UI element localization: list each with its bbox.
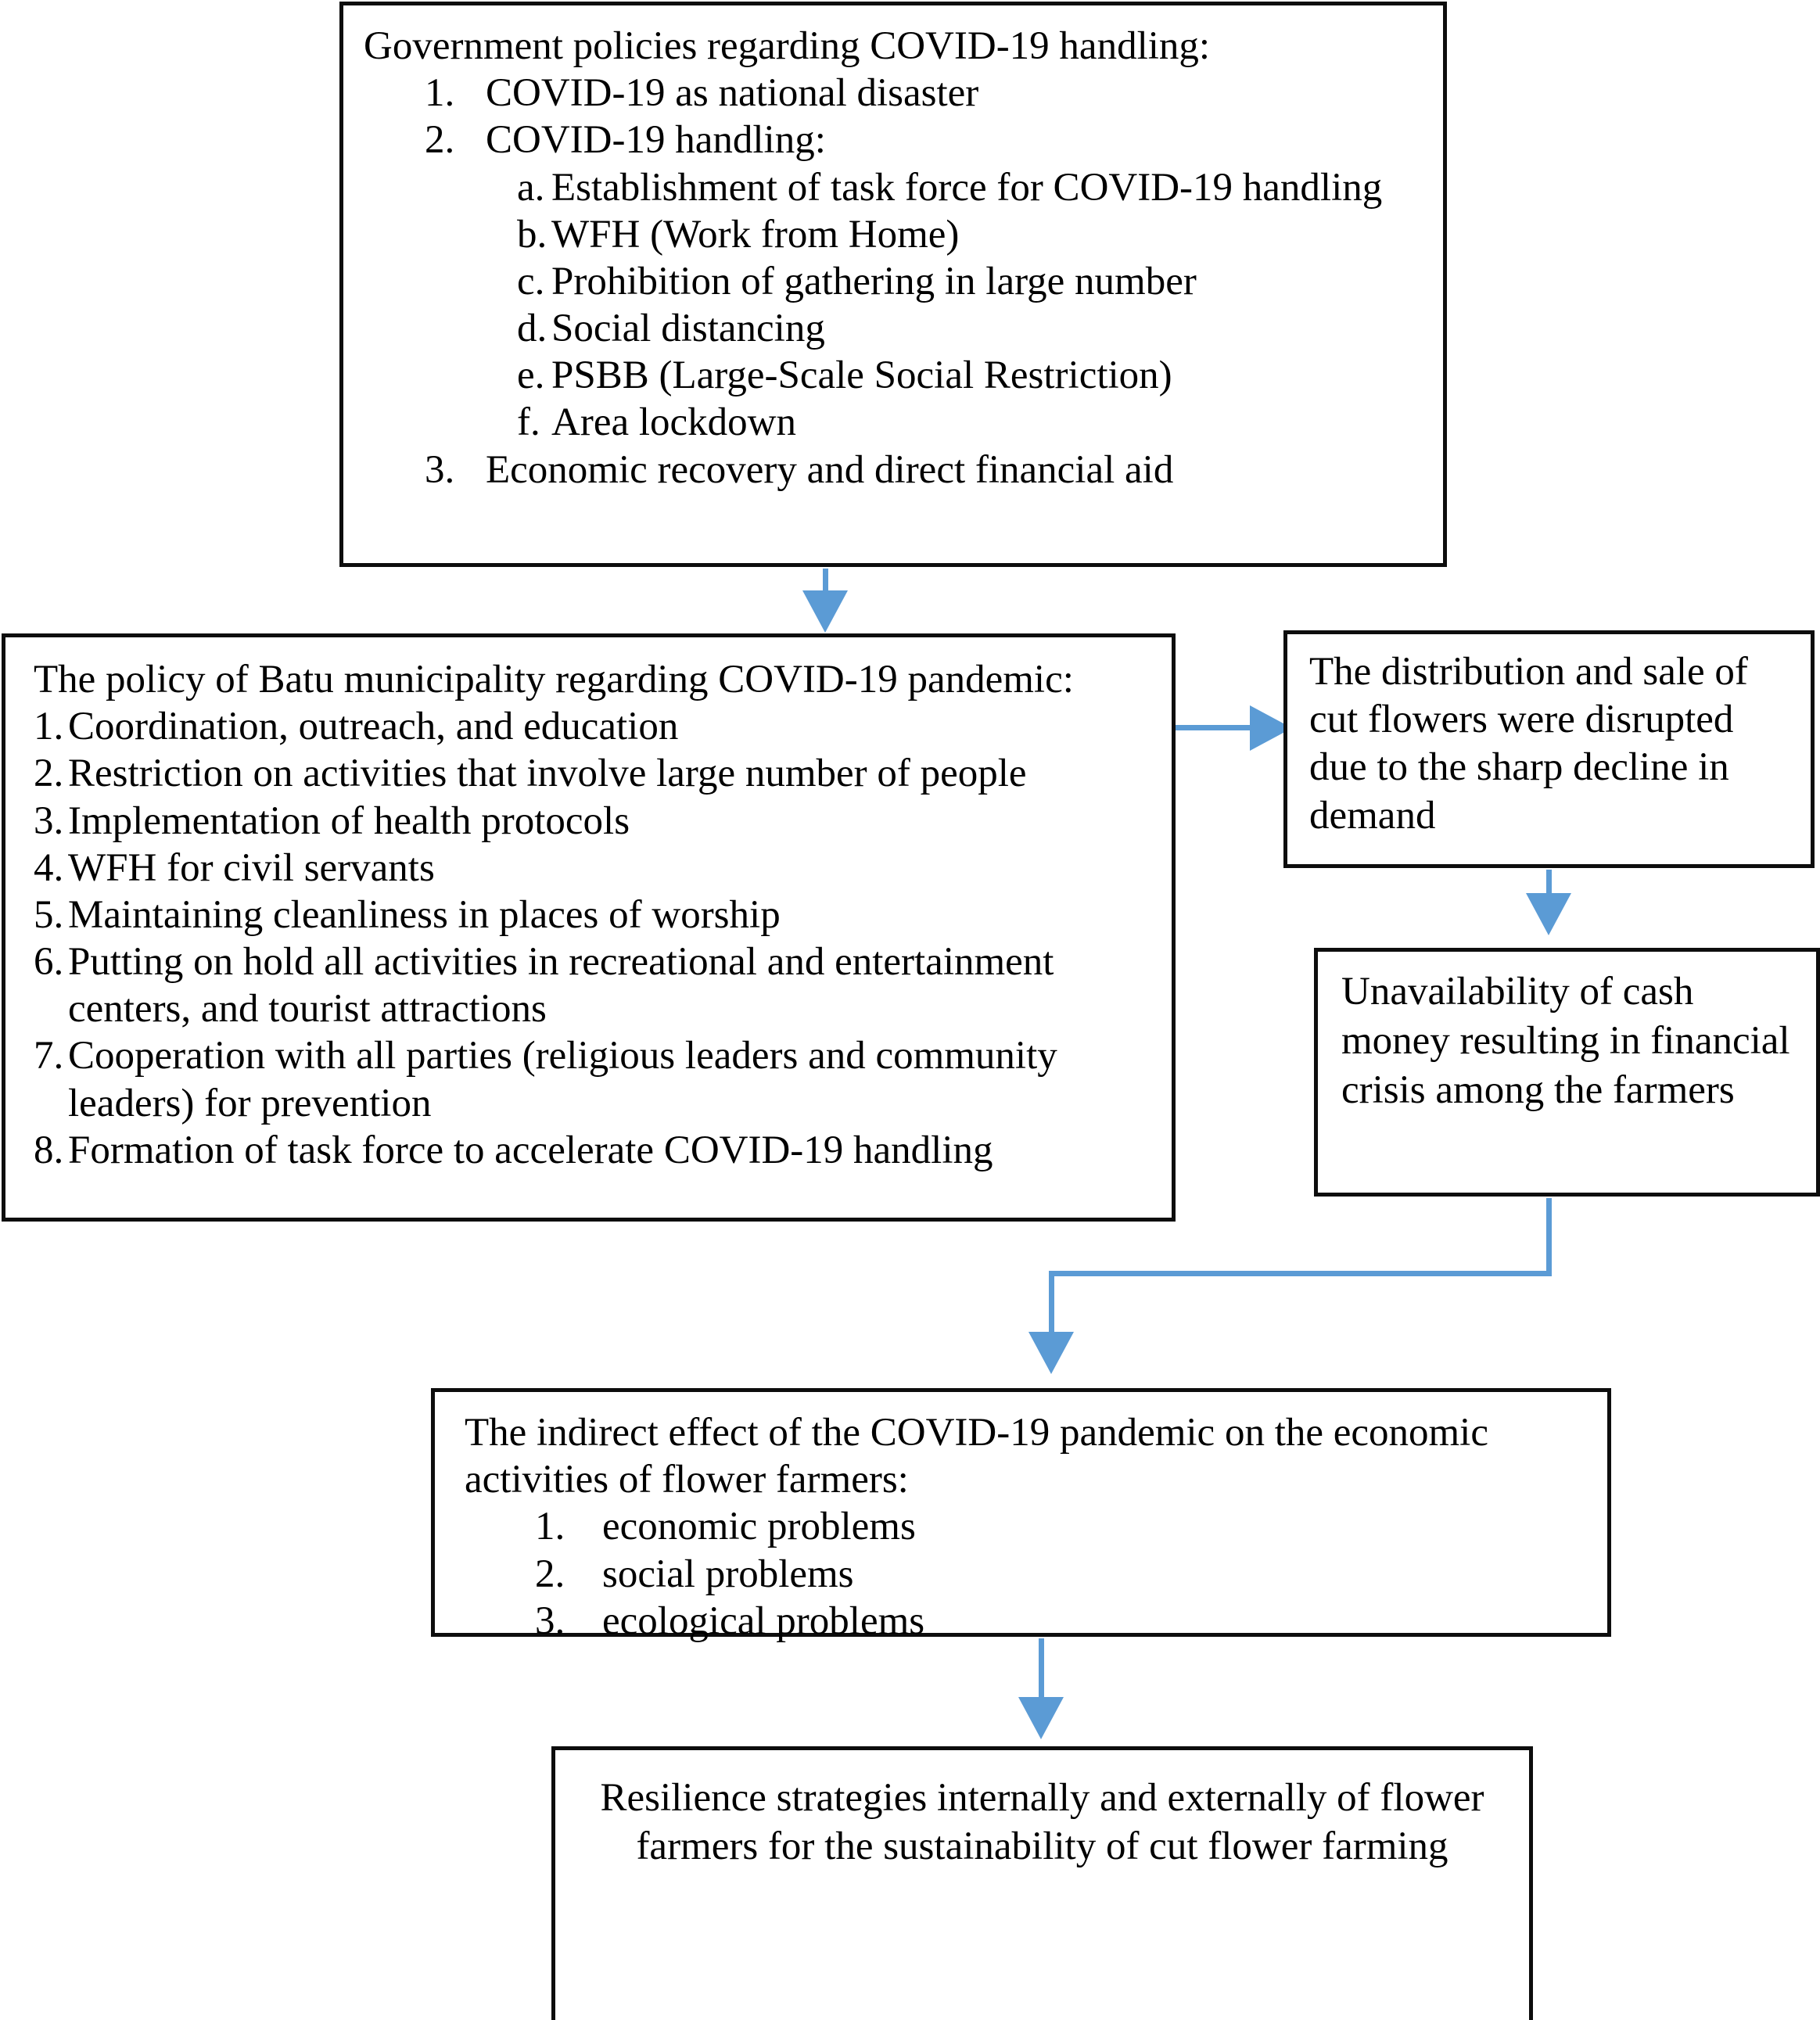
connector-line (1049, 1271, 1552, 1276)
list-marker: 3. (34, 798, 64, 843)
list-marker: d. (517, 307, 547, 351)
list-item: c. Prohibition of gathering in large num… (364, 258, 1443, 305)
box-government-policies: Government policies regarding COVID-19 h… (339, 2, 1447, 567)
list-marker: c. (517, 259, 545, 303)
list-marker: 1. (34, 705, 64, 749)
list-marker: 4. (34, 845, 64, 890)
box-batu-policy: The policy of Batu municipality regardin… (2, 633, 1176, 1222)
list-text: Social distancing (551, 307, 825, 351)
distribution-disrupted-text: The distribution and sale of cut flowers… (1309, 650, 1758, 838)
list-item: 5. Maintaining cleanliness in places of … (34, 892, 1172, 938)
list-item: e. PSBB (Large-Scale Social Restriction) (364, 352, 1443, 399)
box-distribution-disrupted: The distribution and sale of cut flowers… (1283, 630, 1815, 868)
list-text: PSBB (Large-Scale Social Restriction) (551, 353, 1172, 398)
arrow-down-icon (1526, 893, 1571, 935)
indirect-effect-heading: The indirect effect of the COVID-19 pand… (465, 1411, 1499, 1502)
list-item: 4. WFH for civil servants (34, 845, 1172, 892)
list-text: Economic recovery and direct financial a… (486, 447, 1174, 492)
list-marker: 1. (535, 1505, 565, 1549)
list-marker: 3. (535, 1598, 565, 1643)
connector-line (1039, 1638, 1044, 1707)
list-item: 3. Implementation of health protocols (34, 798, 1172, 845)
list-item: f. Area lockdown (364, 399, 1443, 446)
list-item: a. Establishment of task force for COVID… (364, 164, 1443, 211)
list-item: 6. Putting on hold all activities in rec… (34, 938, 1172, 1032)
list-text: Establishment of task force for COVID-19… (551, 165, 1383, 210)
list-text: Prohibition of gathering in large number (551, 259, 1197, 303)
list-text: COVID-19 as national disaster (486, 71, 979, 116)
list-item: 7. Cooperation with all parties (religio… (34, 1032, 1172, 1126)
list-marker: a. (517, 165, 545, 210)
list-text: Restriction on activities that involve l… (68, 752, 1027, 796)
arrow-down-icon (1018, 1697, 1064, 1739)
list-item: 8. Formation of task force to accelerate… (34, 1127, 1172, 1174)
list-marker: 7. (34, 1034, 64, 1078)
list-item: 3. ecological problems (465, 1598, 1584, 1645)
list-marker: 3. (425, 447, 455, 492)
list-marker: 2. (535, 1552, 565, 1596)
list-text: Coordination, outreach, and education (68, 705, 679, 749)
list-text: WFH (Work from Home) (551, 212, 960, 257)
cash-unavailability-text: Unavailability of cash money resulting i… (1341, 970, 1800, 1113)
list-item: b. WFH (Work from Home) (364, 211, 1443, 258)
list-item: d. Social distancing (364, 305, 1443, 352)
list-item: 2. COVID-19 handling: (364, 117, 1443, 163)
list-item: 3. Economic recovery and direct financia… (364, 447, 1443, 493)
list-marker: b. (517, 212, 547, 257)
batu-policy-heading: The policy of Batu municipality regardin… (34, 658, 1074, 701)
list-marker: 6. (34, 940, 64, 985)
list-text: Implementation of health protocols (68, 798, 630, 843)
government-policies-heading: Government policies regarding COVID-19 h… (364, 24, 1211, 68)
list-text: Maintaining cleanliness in places of wor… (68, 892, 781, 937)
resilience-strategies-text: Resilience strategies internally and ext… (600, 1776, 1495, 1869)
list-text: Formation of task force to accelerate CO… (68, 1128, 993, 1172)
box-cash-unavailability: Unavailability of cash money resulting i… (1314, 948, 1820, 1197)
list-item: 1. Coordination, outreach, and education (34, 703, 1172, 750)
connector-line (1546, 1198, 1552, 1273)
box-indirect-effect: The indirect effect of the COVID-19 pand… (431, 1388, 1611, 1643)
list-text: social problems (602, 1552, 854, 1596)
connector-line (1049, 1271, 1054, 1346)
list-text: ecological problems (602, 1598, 925, 1643)
list-text: WFH for civil servants (68, 845, 435, 890)
list-text: Area lockdown (551, 400, 796, 445)
list-marker: 2. (34, 752, 64, 796)
list-text: Cooperation with all parties (religious … (68, 1034, 1057, 1125)
list-item: 1. COVID-19 as national disaster (364, 70, 1443, 117)
list-text: Putting on hold all activities in recrea… (68, 940, 1054, 1032)
list-item: 1. economic problems (465, 1503, 1584, 1550)
connector-line (1176, 725, 1276, 730)
box-resilience-strategies: Resilience strategies internally and ext… (551, 1746, 1533, 2020)
list-marker: 8. (34, 1128, 64, 1172)
list-text: COVID-19 handling: (486, 118, 826, 163)
list-item: 2. Restriction on activities that involv… (34, 750, 1172, 797)
arrow-down-icon (1028, 1332, 1074, 1374)
list-marker: f. (517, 400, 540, 445)
list-item: 2. social problems (465, 1551, 1584, 1598)
arrow-down-icon (802, 590, 848, 633)
list-marker: e. (517, 353, 545, 398)
list-marker: 2. (425, 118, 455, 163)
list-marker: 5. (34, 892, 64, 937)
list-text: economic problems (602, 1505, 916, 1549)
list-marker: 1. (425, 71, 455, 116)
